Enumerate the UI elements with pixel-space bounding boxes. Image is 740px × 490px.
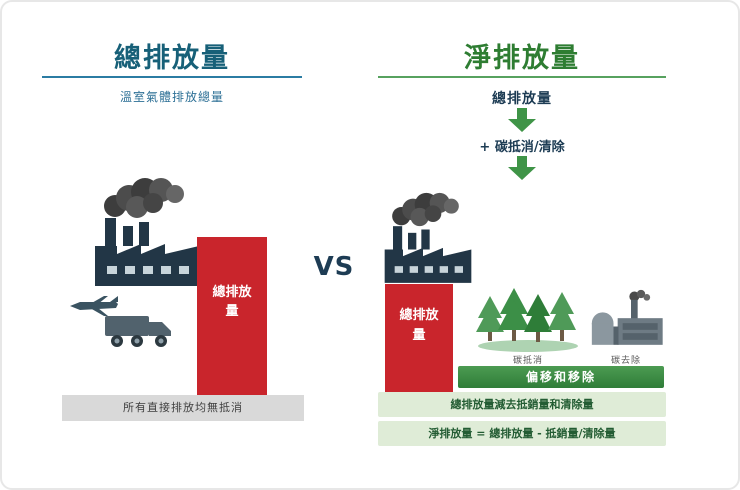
left-panel-subtitle: 溫室氣體排放總量: [119, 90, 224, 104]
left-footer-strip: 所有直接排放均無抵消: [62, 395, 304, 421]
down-arrow-icon: [508, 108, 536, 132]
vs-label: VS: [313, 252, 355, 282]
factory-icon: [86, 176, 208, 286]
carbon-removal-plant-icon: [586, 286, 666, 352]
offsets-removals-bar: 偏移和移除: [458, 366, 664, 388]
net-emissions-note: 總排放量減去抵銷量和清除量: [378, 392, 666, 417]
left-panel-title: 總排放量: [114, 43, 230, 74]
right-panel-title: 淨排放量: [464, 43, 580, 74]
right-title-underline: [378, 76, 666, 78]
net-total-emissions-bar: 總排放量: [385, 284, 453, 395]
airplane-icon: [70, 296, 118, 318]
offset-label: 碳抵消: [512, 356, 543, 366]
total-emissions-bar-label: 總排放量: [212, 284, 252, 320]
trees-icon: [476, 288, 580, 354]
net-emissions-formula: 淨排放量 = 總排放量 - 抵銷量/清除量: [378, 421, 666, 446]
factory-icon: [378, 188, 478, 286]
flow-step-offsets-removals: + 碳抵消/清除: [479, 140, 565, 155]
removal-label: 碳去除: [610, 356, 641, 366]
truck-icon: [104, 310, 176, 350]
left-title-underline: [42, 76, 302, 78]
net-total-emissions-bar-label: 總排放量: [399, 308, 439, 343]
down-arrow-icon: [508, 156, 536, 180]
total-emissions-bar: 總排放量: [197, 237, 267, 395]
flow-step-total-emissions: 總排放量: [492, 91, 552, 107]
